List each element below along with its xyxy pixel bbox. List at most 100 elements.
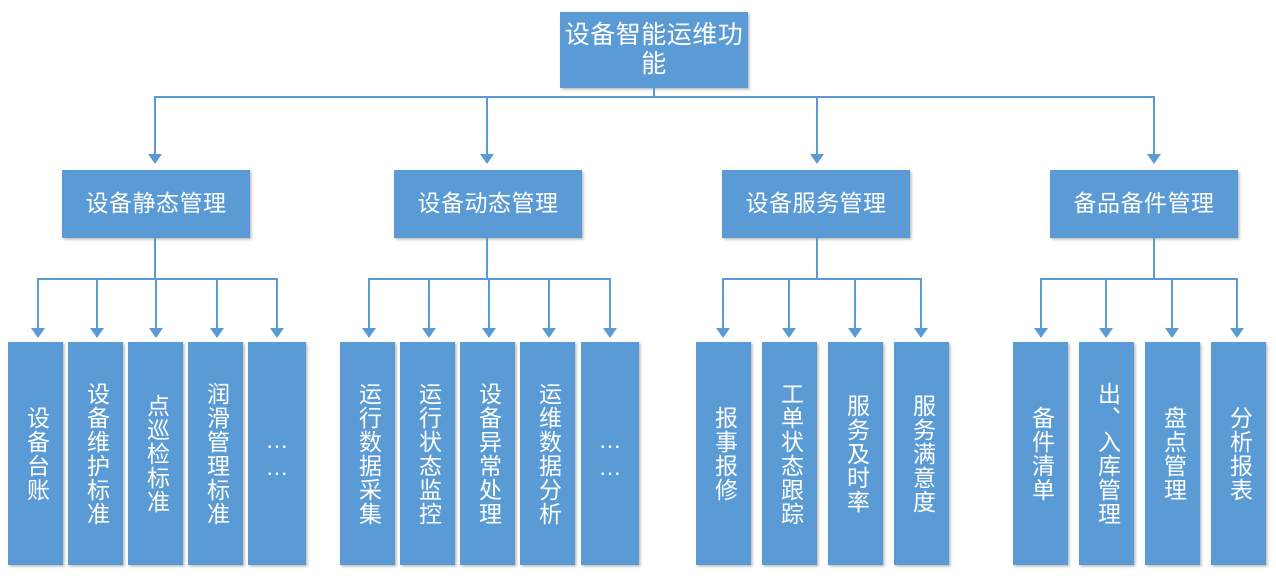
leaf-node-g3-3-label: 服务及时率 (843, 393, 870, 514)
arrow-branch-4 (1147, 154, 1161, 164)
leaf-node-g4-1[interactable]: 备件清单 (1013, 342, 1068, 565)
branch-node-4[interactable]: 备品备件管理 (1050, 170, 1238, 238)
connector-main-bus (155, 96, 1155, 98)
connector-bus-group-4 (1040, 278, 1238, 280)
arrow-g1-c3 (149, 328, 163, 338)
connector-stem-group-1 (154, 238, 156, 278)
connector-bus-group-1 (37, 278, 277, 280)
connector-drop-g3-c1 (722, 278, 724, 330)
connector-drop-g4-c3 (1171, 278, 1173, 330)
connector-drop-branch-3 (816, 96, 818, 156)
leaf-node-g3-4-label: 服务满意度 (909, 393, 936, 514)
leaf-node-g3-1-label: 报事报修 (711, 405, 738, 502)
connector-drop-g2-c4 (548, 278, 550, 330)
arrow-g3-c4 (914, 328, 928, 338)
leaf-node-g2-4[interactable]: 运维数据分析 (520, 342, 575, 565)
arrow-g1-c2 (90, 328, 104, 338)
connector-drop-g4-c2 (1105, 278, 1107, 330)
arrow-g3-c2 (782, 328, 796, 338)
connector-drop-branch-2 (486, 96, 488, 156)
connector-drop-g3-c4 (920, 278, 922, 330)
leaf-node-g3-2[interactable]: 工单状态跟踪 (762, 342, 817, 565)
connector-drop-g2-c3 (488, 278, 490, 330)
ellipsis-line-2: … (265, 453, 289, 480)
connector-drop-g3-c2 (788, 278, 790, 330)
leaf-node-g1-3[interactable]: 点巡检标准 (128, 342, 183, 565)
connector-drop-g1-c2 (96, 278, 98, 330)
branch-node-2-label: 设备动态管理 (417, 190, 559, 217)
leaf-node-g4-3-label: 盘点管理 (1160, 405, 1187, 502)
arrow-g2-c1 (362, 328, 376, 338)
connector-drop-g1-c3 (155, 278, 157, 330)
arrow-g2-c5 (603, 328, 617, 338)
arrow-g4-c4 (1230, 328, 1244, 338)
leaf-node-g3-3[interactable]: 服务及时率 (828, 342, 883, 565)
branch-node-3-label: 设备服务管理 (745, 190, 887, 217)
connector-drop-g2-c5 (609, 278, 611, 330)
arrow-g1-c4 (210, 328, 224, 338)
leaf-node-g1-1[interactable]: 设备台账 (8, 342, 63, 565)
connector-bus-group-3 (722, 278, 922, 280)
leaf-node-g1-4[interactable]: 润滑管理标准 (188, 342, 243, 565)
connector-stem-group-4 (1153, 238, 1155, 278)
leaf-node-g1-2[interactable]: 设备维护标准 (68, 342, 123, 565)
leaf-node-g3-1[interactable]: 报事报修 (696, 342, 751, 565)
branch-node-1[interactable]: 设备静态管理 (62, 170, 250, 238)
arrow-branch-3 (810, 154, 824, 164)
leaf-node-g2-4-label: 运维数据分析 (535, 381, 562, 526)
branch-node-4-label: 备品备件管理 (1073, 190, 1215, 217)
connector-drop-g1-c4 (216, 278, 218, 330)
connector-drop-g4-c4 (1236, 278, 1238, 330)
branch-node-1-label: 设备静态管理 (85, 190, 227, 217)
arrow-g4-c2 (1099, 328, 1113, 338)
root-node[interactable]: 设备智能运维功能 (560, 12, 748, 88)
connector-drop-branch-4 (1153, 96, 1155, 156)
leaf-node-g1-1-label: 设备台账 (23, 405, 50, 502)
leaf-node-g1-2-label: 设备维护标准 (83, 381, 110, 526)
leaf-node-g4-2[interactable]: 出、入库管理 (1079, 342, 1134, 565)
leaf-node-g2-2-label: 运行状态监控 (415, 381, 442, 526)
leaf-node-g4-4-label: 分析报表 (1226, 405, 1253, 502)
connector-drop-g2-c1 (368, 278, 370, 330)
connector-drop-g1-c5 (276, 278, 278, 330)
arrow-g3-c3 (848, 328, 862, 338)
leaf-node-g1-4-label: 润滑管理标准 (203, 381, 230, 526)
leaf-node-g2-3-label: 设备异常处理 (475, 381, 502, 526)
leaf-node-g1-5-ellipsis[interactable]: … … (248, 342, 306, 565)
arrow-branch-2 (480, 154, 494, 164)
leaf-node-g4-4[interactable]: 分析报表 (1211, 342, 1266, 565)
branch-node-2[interactable]: 设备动态管理 (394, 170, 582, 238)
arrow-branch-1 (148, 154, 162, 164)
ellipsis-line-1: … (598, 427, 622, 454)
leaf-node-g2-1[interactable]: 运行数据采集 (340, 342, 395, 565)
leaf-node-g4-2-label: 出、入库管理 (1094, 381, 1121, 526)
arrow-g1-c1 (31, 328, 45, 338)
branch-node-3[interactable]: 设备服务管理 (722, 170, 910, 238)
arrow-g1-c5 (270, 328, 284, 338)
leaf-node-g4-3[interactable]: 盘点管理 (1145, 342, 1200, 565)
leaf-node-g2-2[interactable]: 运行状态监控 (400, 342, 455, 565)
leaf-node-g2-3[interactable]: 设备异常处理 (460, 342, 515, 565)
connector-drop-branch-1 (154, 96, 156, 156)
connector-drop-g1-c1 (37, 278, 39, 330)
arrow-g2-c2 (422, 328, 436, 338)
arrow-g4-c1 (1034, 328, 1048, 338)
leaf-node-g3-2-label: 工单状态跟踪 (777, 381, 804, 526)
leaf-node-g4-1-label: 备件清单 (1028, 405, 1055, 502)
ellipsis-line-2: … (598, 453, 622, 480)
root-node-label: 设备智能运维功能 (564, 20, 744, 79)
arrow-g2-c4 (542, 328, 556, 338)
connector-stem-group-3 (816, 238, 818, 278)
connector-drop-g4-c1 (1040, 278, 1042, 330)
connector-drop-g3-c3 (854, 278, 856, 330)
connector-drop-g2-c2 (428, 278, 430, 330)
connector-stem-group-2 (486, 238, 488, 278)
leaf-node-g2-5-ellipsis[interactable]: … … (581, 342, 639, 565)
leaf-node-g3-4[interactable]: 服务满意度 (894, 342, 949, 565)
arrow-g3-c1 (716, 328, 730, 338)
connector-root-stem (653, 88, 655, 98)
leaf-node-g2-1-label: 运行数据采集 (355, 381, 382, 526)
arrow-g4-c3 (1165, 328, 1179, 338)
arrow-g2-c3 (482, 328, 496, 338)
